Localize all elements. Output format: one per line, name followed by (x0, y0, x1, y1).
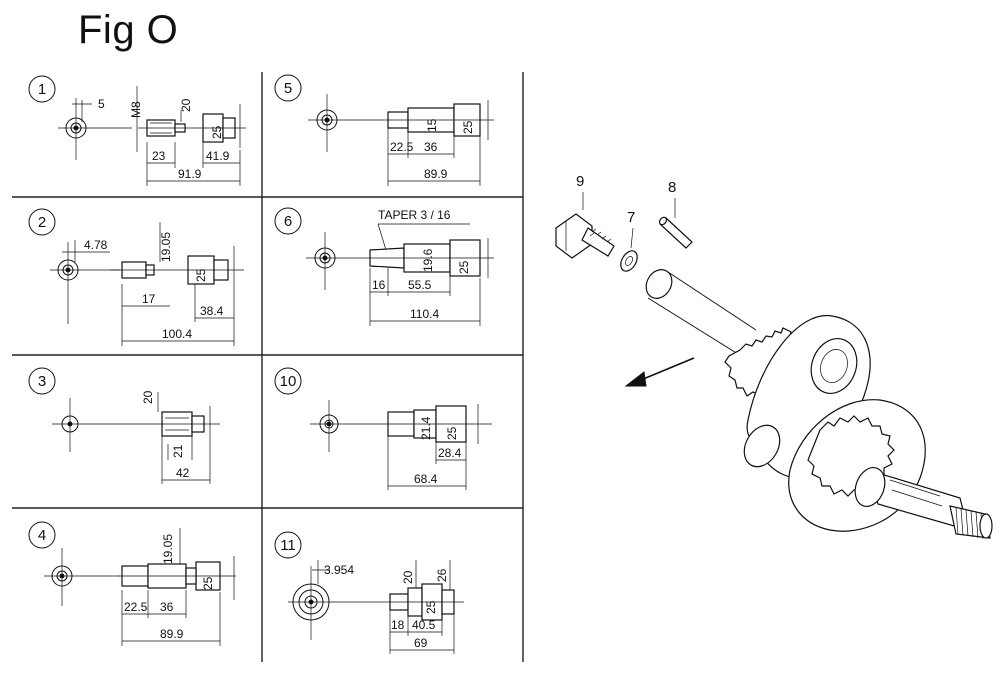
panel-number: 10 (280, 373, 297, 390)
figure-title: Fig O (78, 8, 179, 52)
dim-text: 5 (98, 97, 105, 111)
svg-text:15: 15 (425, 118, 439, 132)
panel-number: 11 (280, 537, 296, 554)
svg-text:42: 42 (176, 466, 190, 480)
panel-2: 2 4.78 19.05 25 17 38.4 100.4 (28, 208, 244, 346)
crank-bore-guide (645, 269, 757, 355)
callout-8: 8 (668, 179, 676, 196)
svg-text:19.6: 19.6 (421, 248, 435, 272)
pin-part (658, 216, 693, 249)
svg-text:25: 25 (201, 576, 215, 590)
washer-part (620, 250, 638, 272)
svg-text:25: 25 (210, 125, 224, 139)
taper-label: TAPER 3 / 16 (378, 208, 451, 222)
panel-number: 3 (38, 373, 46, 390)
crankshaft-part (724, 314, 993, 540)
svg-text:3.954: 3.954 (324, 563, 354, 577)
svg-text:25: 25 (445, 426, 459, 440)
panel-6: 6 TAPER 3 / 16 19.6 25 16 55.5 110.4 (274, 207, 494, 326)
callout-9: 9 (576, 173, 584, 190)
panel-grid (12, 72, 524, 662)
svg-text:25: 25 (457, 260, 471, 274)
svg-text:19.05: 19.05 (161, 534, 175, 564)
svg-text:69: 69 (414, 636, 428, 650)
panel-number: 6 (284, 213, 292, 230)
svg-text:38.4: 38.4 (200, 304, 224, 318)
panel-number: 4 (38, 527, 46, 544)
svg-text:110.4: 110.4 (410, 307, 439, 321)
panel-number: 1 (38, 81, 46, 98)
panel-number: 2 (38, 214, 46, 231)
svg-text:25: 25 (194, 268, 208, 282)
svg-text:40.5: 40.5 (412, 618, 436, 632)
svg-text:89.9: 89.9 (424, 167, 448, 181)
svg-text:22.5: 22.5 (390, 140, 414, 154)
svg-text:17: 17 (142, 292, 156, 306)
panel-1: 1 5 M8 20 25 23 41.9 91.9 (28, 75, 246, 186)
svg-text:4.78: 4.78 (84, 238, 108, 252)
callout-7: 7 (627, 209, 635, 226)
panel-10: 10 21.4 25 28.4 68.4 (274, 367, 492, 490)
svg-text:55.5: 55.5 (408, 278, 432, 292)
panel-4: 4 19.05 25 22.5 36 89.9 (28, 521, 236, 646)
svg-text:23: 23 (152, 149, 166, 163)
svg-text:M8: M8 (129, 101, 143, 118)
svg-text:28.4: 28.4 (438, 446, 462, 460)
svg-text:26: 26 (435, 568, 449, 582)
svg-text:68.4: 68.4 (414, 472, 438, 486)
panel-3: 3 20 21 42 (28, 367, 220, 484)
svg-text:18: 18 (391, 618, 405, 632)
svg-text:20: 20 (401, 570, 415, 584)
svg-text:21.4: 21.4 (419, 416, 433, 440)
svg-text:16: 16 (372, 278, 386, 292)
svg-text:21: 21 (171, 444, 185, 458)
panel-5: 5 15 25 22.5 36 89.9 (274, 74, 494, 186)
svg-text:20: 20 (179, 98, 193, 112)
svg-text:19.05: 19.05 (159, 232, 173, 262)
svg-text:91.9: 91.9 (178, 167, 202, 181)
svg-text:25: 25 (424, 600, 438, 614)
direction-arrow (624, 357, 695, 387)
svg-text:20: 20 (141, 390, 155, 404)
svg-text:41.9: 41.9 (206, 149, 230, 163)
panel-11: 11 3.954 20 26 25 18 40.5 69 (274, 531, 464, 654)
crankshaft-assembly: 9 7 8 (555, 173, 993, 540)
svg-text:89.9: 89.9 (160, 627, 184, 641)
svg-text:25: 25 (461, 120, 475, 134)
svg-text:22.5: 22.5 (124, 600, 148, 614)
svg-text:36: 36 (424, 140, 438, 154)
svg-text:100.4: 100.4 (162, 327, 192, 341)
panel-number: 5 (284, 80, 292, 97)
bolt-part (555, 213, 615, 259)
panel-number-circle (28, 75, 56, 103)
svg-text:36: 36 (160, 600, 174, 614)
